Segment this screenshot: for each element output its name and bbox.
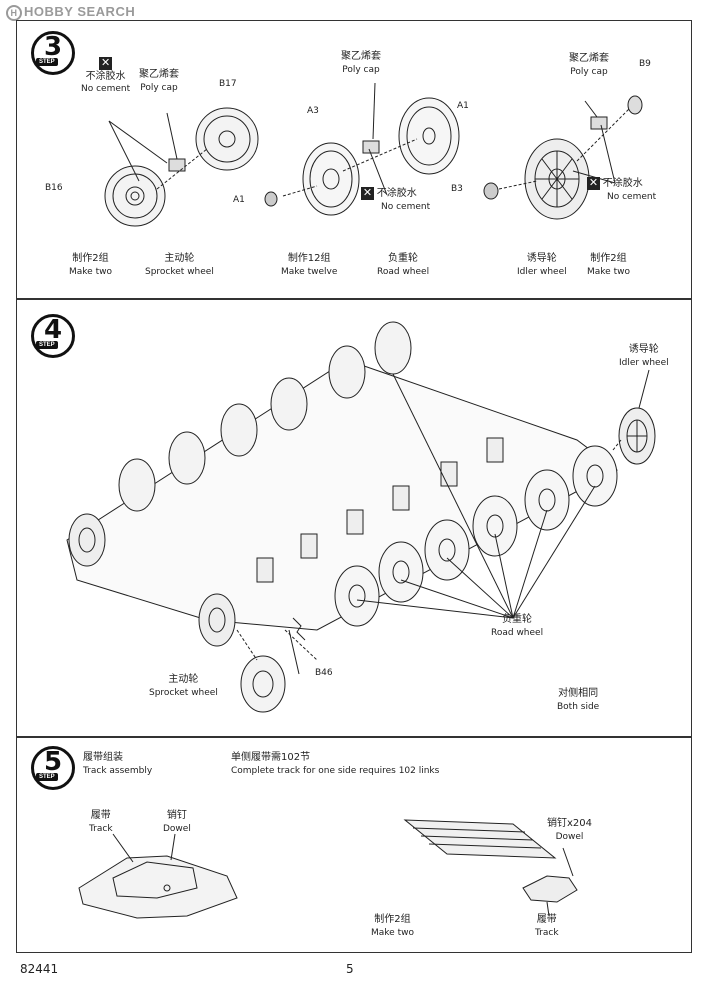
- track-run-drawing: [403, 819, 557, 859]
- poly-cap-drawing: [590, 116, 608, 130]
- track-label: 履带 Track: [89, 810, 113, 834]
- make-twelve-label: 制作12组 Make twelve: [281, 253, 338, 277]
- sprocket-wheel-drawing: [195, 107, 259, 171]
- part-code-a1: A1: [457, 101, 469, 111]
- no-cement-note: ✕ 不涂胶水 No cement: [361, 187, 431, 212]
- road-wheel-label: 负重轮 Road wheel: [491, 614, 544, 638]
- sprocket-wheel-label: 主动轮 Sprocket wheel: [149, 674, 218, 698]
- part-code-b46: B46: [315, 668, 333, 678]
- near-side-suspension: [256, 437, 504, 583]
- near-side-road-wheels: [334, 445, 618, 627]
- sprocket-wheel-drawing: [68, 513, 106, 567]
- no-cement-icon: ✕: [587, 177, 600, 190]
- dowel-label: 销钉 Dowel: [163, 810, 191, 834]
- no-cement-icon: ✕: [99, 57, 113, 70]
- step-5-illustration: [78, 819, 578, 919]
- make-two-label: 制作2组 Make two: [587, 253, 630, 277]
- track-link-count-note: 单侧履带需102节 Complete track for one side re…: [231, 752, 440, 776]
- part-code-b9: B9: [639, 59, 651, 69]
- step-3-panel: 3 STEP: [16, 20, 692, 299]
- step-5-badge: 5 STEP: [31, 746, 75, 790]
- sprocket-wheel-drawing: [240, 655, 286, 713]
- idler-wheel-drawing: [524, 138, 590, 220]
- poly-cap-label: 聚乙烯套 Poly cap: [569, 53, 609, 77]
- kit-number: 82441: [20, 962, 59, 976]
- step-4-badge: 4 STEP: [31, 314, 75, 358]
- poly-cap-drawing: [168, 158, 186, 172]
- step-5-panel: 5 STEP 履带组装 Track assembly 单侧履带需102节 Com…: [16, 737, 692, 953]
- idler-wheel-label: 诱导轮 Idler wheel: [619, 344, 669, 368]
- idler-wheel-label: 诱导轮 Idler wheel: [517, 253, 567, 277]
- hobby-search-logo-icon: H: [6, 4, 22, 21]
- no-cement-note: ✕ 不涂胶水 No cement: [587, 177, 657, 202]
- part-b46-drawing: [292, 617, 306, 641]
- track-link-drawing: [522, 875, 578, 903]
- road-wheel-drawing: [398, 97, 460, 175]
- step-4-panel: 4 STEP: [16, 299, 692, 737]
- part-code-b17: B17: [219, 79, 237, 89]
- road-wheel-drawing: [302, 142, 360, 216]
- poly-cap-label: 聚乙烯套 Poly cap: [139, 69, 179, 93]
- part-code-a3: A3: [307, 106, 319, 116]
- track-assembly-title: 履带组装 Track assembly: [83, 752, 153, 776]
- track-link-drawing: [78, 855, 238, 919]
- no-cement-icon: ✕: [361, 187, 374, 200]
- sprocket-wheel-drawing: [198, 593, 236, 647]
- step-3-illustration: [104, 82, 643, 227]
- sprocket-wheel-drawing: [104, 165, 166, 227]
- poly-cap-drawing: [362, 140, 380, 154]
- idler-wheel-drawing: [618, 407, 656, 465]
- hub-cap-drawing: [483, 182, 499, 200]
- both-side-label: 对侧相同 Both side: [557, 688, 600, 712]
- make-two-label: 制作2组 Make two: [69, 253, 112, 277]
- step-4-illustration: [66, 321, 656, 713]
- far-side-road-wheels: [118, 321, 412, 512]
- part-code-b3: B3: [451, 184, 463, 194]
- hub-cap-drawing: [264, 191, 278, 207]
- hub-cap-drawing: [627, 95, 643, 115]
- road-wheel-label: 负重轮 Road wheel: [377, 253, 430, 277]
- sprocket-wheel-label: 主动轮 Sprocket wheel: [145, 253, 214, 277]
- part-code-a1: A1: [233, 195, 245, 205]
- no-cement-note: ✕ 不涂胶水 No cement: [81, 57, 131, 95]
- dowel-count-label: 销钉x204 Dowel: [547, 818, 593, 842]
- poly-cap-label: 聚乙烯套 Poly cap: [341, 51, 381, 75]
- track-label: 履带 Track: [535, 914, 559, 938]
- page-number: 5: [346, 962, 354, 976]
- make-two-label: 制作2组 Make two: [371, 914, 414, 938]
- step-3-badge: 3 STEP: [31, 31, 75, 75]
- part-code-b16: B16: [45, 183, 63, 193]
